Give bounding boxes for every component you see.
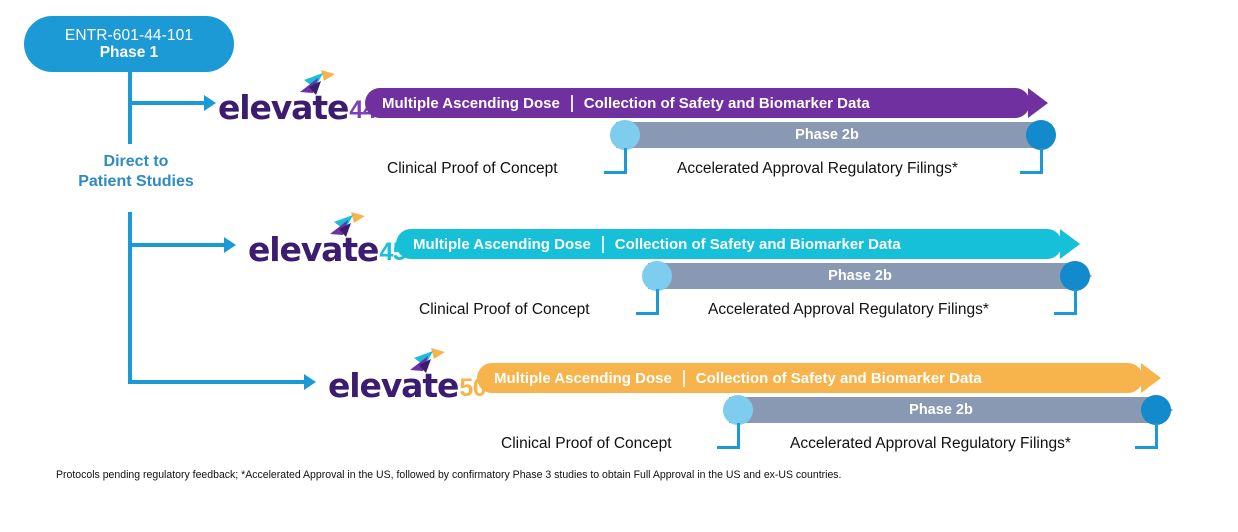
clinical-proof-callout-3: Clinical Proof of Concept (501, 435, 672, 452)
program-bar-arrow-3-icon (1141, 363, 1161, 393)
phase2b-label-1: Phase 2b (795, 127, 859, 143)
phase-label: Phase 1 (99, 44, 159, 61)
connector-trunk-upper (128, 70, 132, 144)
direct-to-patient-studies-label: Direct to Patient Studies (46, 152, 226, 192)
elevate-bird-mark-icon (410, 348, 445, 373)
connector-trunk-lower (128, 212, 132, 384)
elevate50-logo: elevate 50 (328, 348, 487, 405)
clinical-proof-callout-2: Clinical Proof of Concept (419, 301, 590, 318)
program-bar-3: Multiple Ascending Dose Collection of Sa… (477, 363, 1143, 393)
phase2b-bar-3: Phase 2b (729, 397, 1153, 423)
accelerated-approval-callout-1: Accelerated Approval Regulatory Filings* (677, 160, 958, 177)
program-bar-1-seg2: Collection of Safety and Biomarker Data (583, 94, 870, 112)
program-bar-arrow-2-icon (1060, 229, 1080, 259)
program-bar-3-seg2: Collection of Safety and Biomarker Data (695, 369, 982, 387)
elevate44-logo: elevate 44 (218, 70, 377, 127)
phase1-study-box: ENTR-601-44-101 Phase 1 (24, 16, 234, 72)
connector-branch-3 (128, 380, 306, 384)
phase2b-label-2: Phase 2b (828, 268, 892, 284)
arrow-head-2-icon (224, 237, 236, 253)
phase2b-end-dot-1 (1026, 120, 1056, 150)
phase2b-bar-1: Phase 2b (616, 122, 1038, 148)
arrow-head-3-icon (304, 374, 316, 390)
dtp-line-2: Patient Studies (78, 173, 194, 190)
program-bar-2-seg2: Collection of Safety and Biomarker Data (614, 235, 901, 253)
arrow-head-1-icon (204, 95, 216, 111)
program-bar-2-seg1: Multiple Ascending Dose (413, 235, 591, 253)
program-bar-2: Multiple Ascending Dose Collection of Sa… (396, 229, 1062, 259)
program-bar-3-seg1: Multiple Ascending Dose (494, 369, 672, 387)
program-bar-2-divider (601, 235, 604, 253)
phase2b-label-3: Phase 2b (909, 402, 973, 418)
phase2b-start-dot-1 (610, 120, 640, 150)
footnote-text: Protocols pending regulatory feedback; *… (56, 469, 842, 481)
phase2b-end-dot-3 (1141, 395, 1171, 425)
program-bar-3-divider (682, 369, 685, 387)
phase2b-start-dot-3 (723, 395, 753, 425)
program-bar-arrow-1-icon (1028, 88, 1048, 118)
phase2b-end-dot-2 (1060, 261, 1090, 291)
program-bar-1: Multiple Ascending Dose Collection of Sa… (365, 88, 1030, 118)
phase2b-bar-2: Phase 2b (648, 263, 1072, 289)
elevate44-wordmark: elevate (218, 88, 349, 127)
study-id-label: ENTR-601-44-101 (64, 26, 194, 44)
elevate-bird-mark-icon (330, 212, 365, 237)
elevate-bird-mark-icon (300, 70, 335, 95)
elevate45-logo: elevate 45 (248, 212, 407, 269)
accelerated-approval-callout-3: Accelerated Approval Regulatory Filings* (790, 435, 1071, 452)
accelerated-approval-callout-2: Accelerated Approval Regulatory Filings* (708, 301, 989, 318)
connector-branch-1 (128, 101, 206, 105)
dtp-line-1: Direct to (103, 153, 169, 170)
elevate45-wordmark: elevate (248, 230, 379, 269)
program-bar-1-divider (570, 94, 573, 112)
phase2b-start-dot-2 (642, 261, 672, 291)
clinical-proof-callout-1: Clinical Proof of Concept (387, 160, 558, 177)
elevate50-wordmark: elevate (328, 366, 459, 405)
program-bar-1-seg1: Multiple Ascending Dose (382, 94, 560, 112)
connector-branch-2 (128, 243, 226, 247)
